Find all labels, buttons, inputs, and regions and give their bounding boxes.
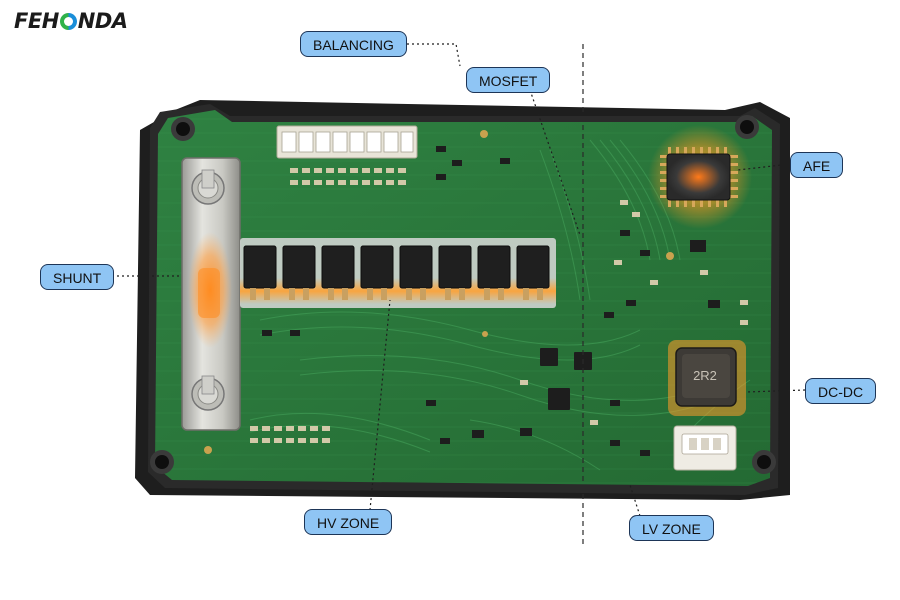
- afe-label: AFE: [790, 152, 844, 178]
- smd-components: [204, 130, 748, 456]
- logo-o-icon: [59, 13, 77, 30]
- balancing-connector: [276, 125, 418, 159]
- mosfet-array: [240, 238, 556, 308]
- lv-zone-label: LV ZONE: [629, 515, 714, 541]
- balancing-label: BALANCING: [300, 31, 407, 57]
- mounting-holes: [150, 115, 776, 474]
- shunt-label: SHUNT: [40, 264, 115, 290]
- dcdc-inductor: [668, 340, 746, 416]
- afe-chip: [648, 125, 752, 229]
- shunt-resistor: [181, 157, 241, 431]
- leader-lines: [117, 43, 806, 517]
- hv-zone-label: HV ZONE: [304, 509, 393, 535]
- mosfet-label: MOSFET: [466, 67, 551, 93]
- lv-connector: [673, 425, 737, 471]
- pcb-traces: [249, 139, 751, 471]
- inductor-marking: 2R2: [693, 368, 717, 383]
- dcdc-label: DC-DC: [805, 378, 877, 404]
